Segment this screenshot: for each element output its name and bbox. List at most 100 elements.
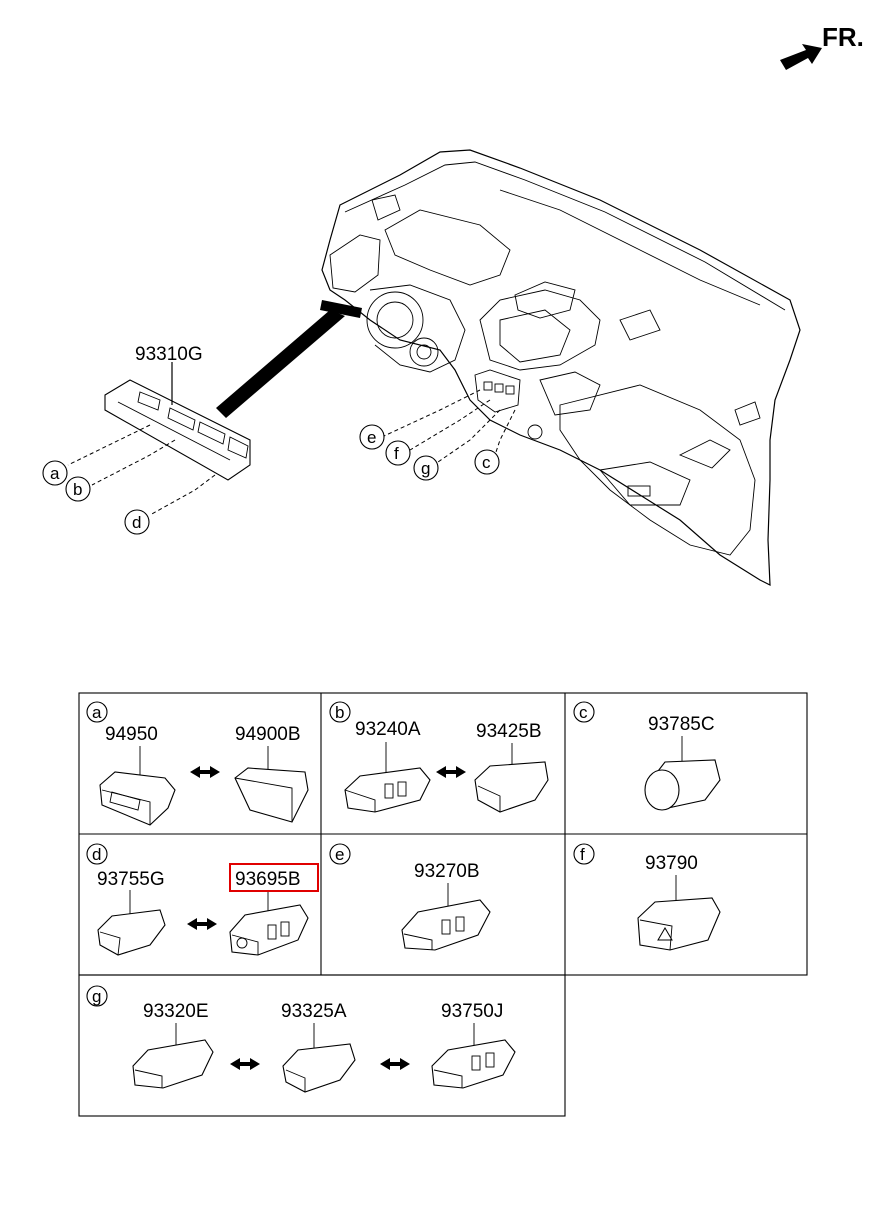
dashboard-defrost-line [499,189,761,306]
part-93425B-icon [474,761,549,813]
callout-d-leader [149,474,216,516]
part-93790-edge [639,919,673,951]
hazard-triangle-icon [657,927,673,941]
part-93785C-icon [644,769,680,811]
cell-e-letter: e [335,845,344,864]
right-center-vent [539,371,601,416]
cell-f-letter: f [580,845,585,864]
callout-b-leader [91,439,176,486]
part-93750J-edge [433,1069,463,1088]
part-93270B-slot2 [455,916,465,932]
front-arrow-icon [780,44,822,70]
part-93695B-icon [229,904,309,956]
part-93320E-edge [134,1069,163,1088]
callout-g-circle [413,455,439,481]
table-bottom-row-border [78,974,566,1117]
callout-a-letter: a [50,464,60,483]
part-93325A-edge [285,1069,306,1092]
interchangeable-arrow-icon [230,1058,260,1070]
ignition-ring [409,337,439,367]
part-93695B-edge [231,934,259,955]
main-part-label: 93310G [135,344,203,365]
switch-assembly-edge [117,401,231,461]
callout-f-leader [409,399,491,451]
part-93750J-slot2 [485,1052,495,1068]
callout-b-circle [65,476,91,502]
part-label-93790[interactable]: 93790 [645,853,698,874]
part-label-93425B[interactable]: 93425B [476,721,542,742]
steering-column-left-gauge [366,291,424,349]
passenger-vent [678,439,731,469]
switch-slot-b [167,407,196,431]
part-93755G-edge [99,931,121,956]
switch-assembly-93310G: 93310G [104,344,251,481]
cell-d: d 93755G 93695B [86,843,319,956]
callout-e-leader [383,389,481,437]
part-93750J-slot1 [471,1055,481,1071]
cell-c-letter: c [579,703,588,722]
interchangeable-arrow-icon [380,1058,410,1070]
part-label-93695B[interactable]: 93695B [235,869,301,890]
callout-c-leader [494,409,516,456]
part-93750J-icon [431,1039,516,1089]
ignition-inner [416,344,432,360]
callout-a-circle [42,460,68,486]
center-speaker [619,309,661,341]
part-label-93750J[interactable]: 93750J [441,1001,503,1022]
callout-e-circle [359,424,385,450]
part-label-93325A[interactable]: 93325A [281,1001,347,1022]
left-callouts: a b d [42,424,216,535]
cell-b: b 93240A 93425B [329,701,549,813]
switch-slot-1 [483,381,493,391]
cell-d-letter-circle [86,843,108,865]
cell-a: a 94950 94900B [86,701,309,826]
switch-slot-d [227,436,249,459]
part-label-93240A[interactable]: 93240A [355,719,421,740]
part-label-94950[interactable]: 94950 [105,724,158,745]
part-label-93785C[interactable]: 93785C [648,714,715,735]
cell-f-letter-circle [573,843,595,865]
switch-slot-3 [505,385,515,395]
cell-a-letter: a [92,703,102,722]
parts-table [78,692,808,1117]
callout-d-letter: d [132,513,141,532]
instrument-hood [384,209,511,286]
switch-cluster [474,369,521,413]
callout-e-letter: e [367,428,376,447]
part-94900B-icon [234,767,309,823]
cell-f: f 93790 [573,843,721,951]
interchangeable-arrow-icon [436,766,466,778]
glovebox-latch [627,485,651,497]
interchangeable-arrow-icon [190,766,220,778]
part-94950-face [109,791,141,811]
dashboard-top-edge [344,161,786,311]
center-vent [514,281,576,319]
cell-e-letter-circle [329,843,351,865]
part-93240A-slot2 [397,781,407,797]
cell-b-letter-circle [329,701,351,723]
part-93695B-slot1 [267,924,277,940]
part-93790-icon [637,897,721,951]
callout-g-leader [437,409,501,463]
part-label-94900B[interactable]: 94900B [235,724,301,745]
callout-f-letter: f [394,444,399,463]
part-label-93270B[interactable]: 93270B [414,861,480,882]
part-label-93320E[interactable]: 93320E [143,1001,209,1022]
part-93320E-icon [132,1039,214,1089]
callout-c-letter: c [482,453,491,472]
cell-a-letter-circle [86,701,108,723]
callout-d-circle [124,509,150,535]
callout-b-letter: b [73,480,82,499]
part-93240A-slot1 [384,783,394,799]
switch-location-marker [320,300,362,318]
part-label-93755G[interactable]: 93755G [97,869,165,890]
switch-assembly-body [104,379,251,481]
part-93270B-edge [403,933,433,950]
interchangeable-arrow-icon [187,918,217,930]
cell-c-letter-circle [573,701,595,723]
left-speaker [371,194,401,221]
cell-c: c 93785C [573,701,721,811]
cell-d-letter: d [92,845,101,864]
part-93240A-icon [344,767,431,813]
